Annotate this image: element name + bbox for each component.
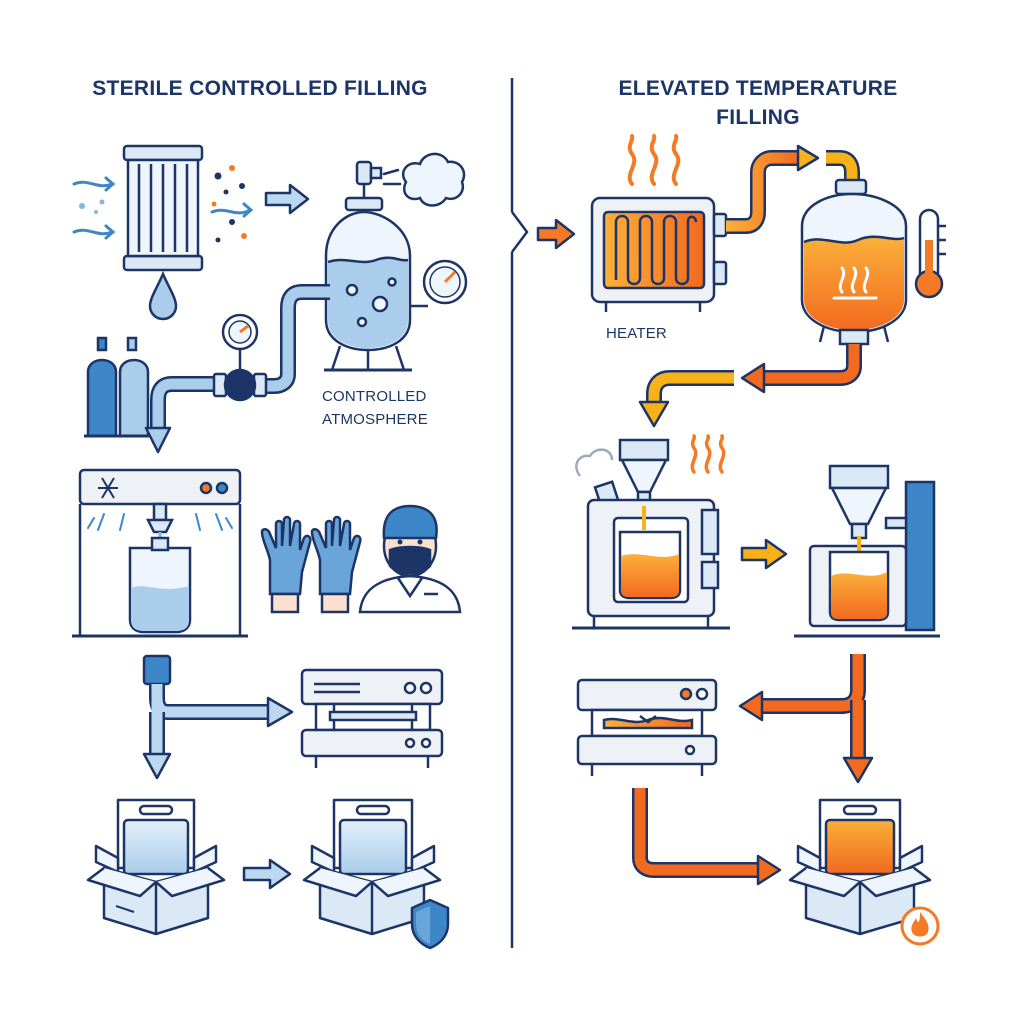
hot-sealing-press-icon: [576, 678, 718, 776]
title-line-2: FILLING: [716, 106, 800, 129]
label-controlled-atmosphere: CONTROLLED ATMOSPHERE: [322, 385, 472, 431]
hot-tank-icon: [800, 178, 908, 346]
hot-filling-station-icon: [794, 464, 940, 638]
title-elevated-temperature-filling: ELEVATED TEMPERATURE FILLING: [548, 74, 968, 132]
packaged-pouch-box-icon: [86, 798, 226, 936]
sealing-press-icon: [300, 668, 444, 768]
snowflake-icon: [98, 477, 118, 499]
arrow-input-heater: [536, 218, 576, 250]
hot-packaged-box-icon: [788, 798, 932, 936]
title-sterile-controlled-filling: STERILE CONTROLLED FILLING: [92, 77, 428, 100]
hot-pipe-heater-to-tank: [726, 144, 860, 234]
arrow-box-to-box: [242, 858, 292, 890]
split-flow-arrows: [142, 654, 294, 780]
merge-flow-arrows: [738, 654, 874, 784]
supply-pipe: [258, 284, 330, 394]
sealed-box-icon: [302, 798, 442, 936]
thermometer-icon: [914, 208, 946, 299]
hot-pipe-tank-to-filler: [638, 344, 862, 428]
label-heater: HEATER: [606, 325, 667, 342]
pressure-tank-icon: [324, 160, 468, 372]
title-line-1: ELEVATED TEMPERATURE: [618, 77, 898, 100]
arrow-filter-to-tank: [264, 183, 310, 215]
arrow-filler-to-filler: [740, 538, 788, 570]
hot-filling-machine-icon: [572, 434, 730, 630]
gas-pipe: [144, 376, 222, 454]
air-flow-arrows: [72, 176, 116, 240]
heat-waves-icon: [627, 134, 681, 186]
steam-cloud-icon: [382, 152, 466, 207]
clean-room-filling-machine-icon: [72, 468, 248, 638]
flame-icon: [900, 906, 940, 946]
shield-icon: [410, 898, 450, 950]
filtered-particles: [210, 165, 254, 243]
gas-cylinders-icon: [84, 336, 152, 438]
panel-divider: [510, 78, 529, 948]
label-line-1: CONTROLLED: [322, 388, 427, 405]
label-line-2: ATMOSPHERE: [322, 411, 428, 428]
heater-icon: [590, 196, 728, 312]
air-filter-icon: [122, 144, 204, 321]
arrow-press-to-box: [632, 788, 782, 886]
operator-mask-icon: [358, 504, 462, 614]
gloves-icon: [260, 515, 362, 614]
valve-icon: [212, 313, 268, 402]
